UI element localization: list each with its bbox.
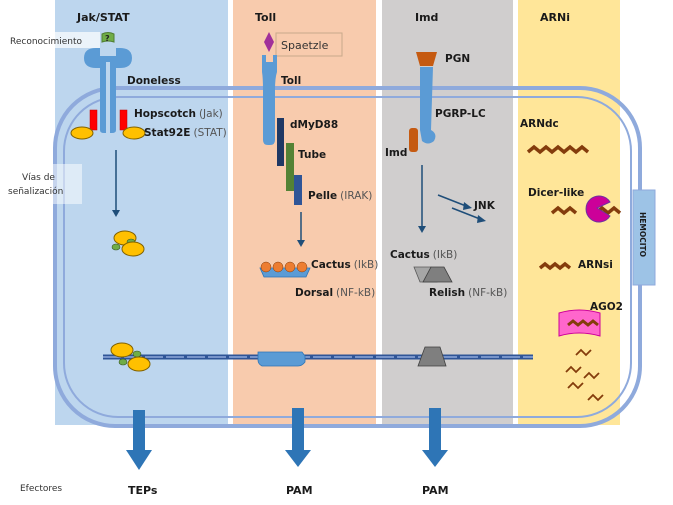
effector-arrow-imd [422, 408, 448, 467]
column-jakstat [55, 0, 228, 425]
header-jakstat: Jak/STAT [76, 11, 130, 24]
pelle-label: Pelle(IRAK) [308, 190, 372, 202]
toll-receptor-label: Toll [281, 75, 301, 87]
spaetzle-icon [264, 32, 274, 52]
stat-left [70, 126, 94, 140]
jnk-arrow-2 [451, 207, 481, 220]
degraded-rna-icon [565, 348, 604, 402]
header-arni: ARNi [540, 11, 570, 24]
effector-pam-toll: PAM [286, 484, 313, 497]
dorsal-label: Dorsal(NF-kB) [295, 287, 375, 299]
stat-right [122, 126, 146, 140]
dmyd88-block [277, 118, 284, 166]
pgn-icon [416, 52, 437, 66]
cactus-dorsal-complex [259, 261, 311, 278]
ago2-sirna-icon [567, 319, 599, 327]
arnsi-label: ARNsi [578, 259, 613, 271]
hopscotch-left [89, 109, 98, 131]
doneless-receptor [84, 48, 132, 134]
hopscotch-right [119, 109, 128, 131]
arndc-label: ARNdc [520, 118, 559, 130]
hemocito-tag [632, 189, 656, 286]
jnk-label: JNK [473, 200, 496, 212]
relish-on-dna [417, 346, 447, 367]
imd-adaptor-block [409, 128, 418, 152]
spaetzle-box [275, 32, 343, 57]
header-imd: Imd [415, 11, 438, 24]
dmyd88-label: dMyD88 [290, 119, 338, 131]
svg-text:?: ? [105, 34, 110, 43]
pelle-block [294, 175, 302, 205]
effector-teps: TEPs [128, 484, 158, 497]
dsrna-icon [526, 144, 590, 155]
column-imd [382, 0, 513, 425]
jakstat-ligand: ? [101, 32, 115, 43]
tube-block [286, 143, 294, 191]
stat-on-dna [110, 342, 151, 372]
sirna-icon [538, 261, 572, 271]
spaetzle-label: Spaetzle [281, 39, 329, 52]
stat92e-label: Stat92E(STAT) [144, 127, 227, 139]
hemocito-label: HEMOCITO [638, 212, 647, 257]
label-effectors: Efectores [20, 484, 62, 494]
dicer-like-label: Dicer-like [528, 187, 584, 199]
ago2-label: AGO2 [590, 301, 623, 313]
imd-cactus-label: Cactus(IkB) [390, 249, 457, 261]
dorsal-on-dna [257, 351, 306, 367]
pgn-label: PGN [445, 53, 470, 65]
jnk-arrow-1 [437, 194, 467, 207]
effector-arrow-jakstat [126, 410, 152, 470]
relish-label: Relish(NF-kB) [429, 287, 507, 299]
doneless-label: Doneless [127, 75, 181, 87]
effector-pam-imd: PAM [422, 484, 449, 497]
label-signaling-1: Vías de [22, 173, 55, 183]
pgrp-lc-receptor [420, 67, 436, 144]
effector-arrow-toll [285, 408, 311, 467]
column-toll [233, 0, 376, 425]
dicer-icon [585, 195, 611, 223]
pgrp-lc-label: PGRP-LC [435, 108, 486, 120]
toll-cactus-label: Cactus(IkB) [311, 259, 378, 271]
label-recognition: Reconocimiento [10, 37, 83, 47]
imd-adaptor-label: Imd [385, 147, 407, 159]
hopscotch-label: Hopscotch(Jak) [134, 108, 223, 120]
toll-receptor [262, 55, 277, 145]
label-signaling-2: señalización [8, 186, 63, 197]
header-toll: Toll [255, 11, 276, 24]
cactus-relish-complex [413, 266, 453, 283]
stat-dimer-cytoplasm [111, 230, 145, 257]
cell-membrane-inner [63, 96, 632, 418]
tube-label: Tube [298, 149, 326, 161]
